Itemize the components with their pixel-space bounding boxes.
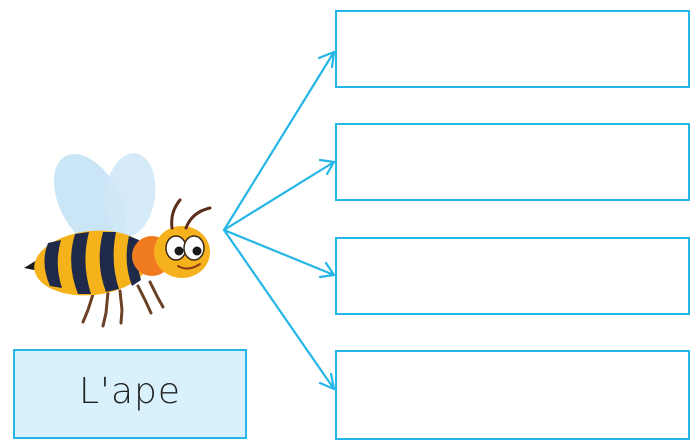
arrowhead-3 <box>318 261 336 279</box>
bee-antennae <box>170 198 212 230</box>
bee-back-wing <box>53 153 127 251</box>
arrowhead-2 <box>318 158 336 176</box>
bee-front-wing <box>104 153 156 237</box>
bee-stripes <box>44 232 141 294</box>
arrowhead-4 <box>318 372 336 391</box>
answer-box-2[interactable] <box>335 123 690 201</box>
answer-box-3[interactable] <box>335 237 690 315</box>
answer-box-4[interactable] <box>335 350 690 440</box>
arrowhead-1 <box>317 50 336 69</box>
connector-arrows <box>222 50 336 391</box>
bee-label-text: L'ape <box>78 371 181 412</box>
bee-body <box>34 230 150 296</box>
bee-label-box: L'ape <box>13 349 247 439</box>
answer-box-1[interactable] <box>335 10 690 88</box>
bee-illustration <box>24 153 212 328</box>
arrow-to-box-3 <box>222 228 336 277</box>
bee-pupil-left <box>174 246 184 256</box>
bee-pupil-right <box>192 246 202 256</box>
bee-mouth <box>177 263 201 270</box>
arrow-to-box-4 <box>222 228 336 391</box>
bee-legs <box>81 280 165 328</box>
arrow-to-box-1 <box>222 50 336 232</box>
arrow-to-box-2 <box>222 160 336 232</box>
